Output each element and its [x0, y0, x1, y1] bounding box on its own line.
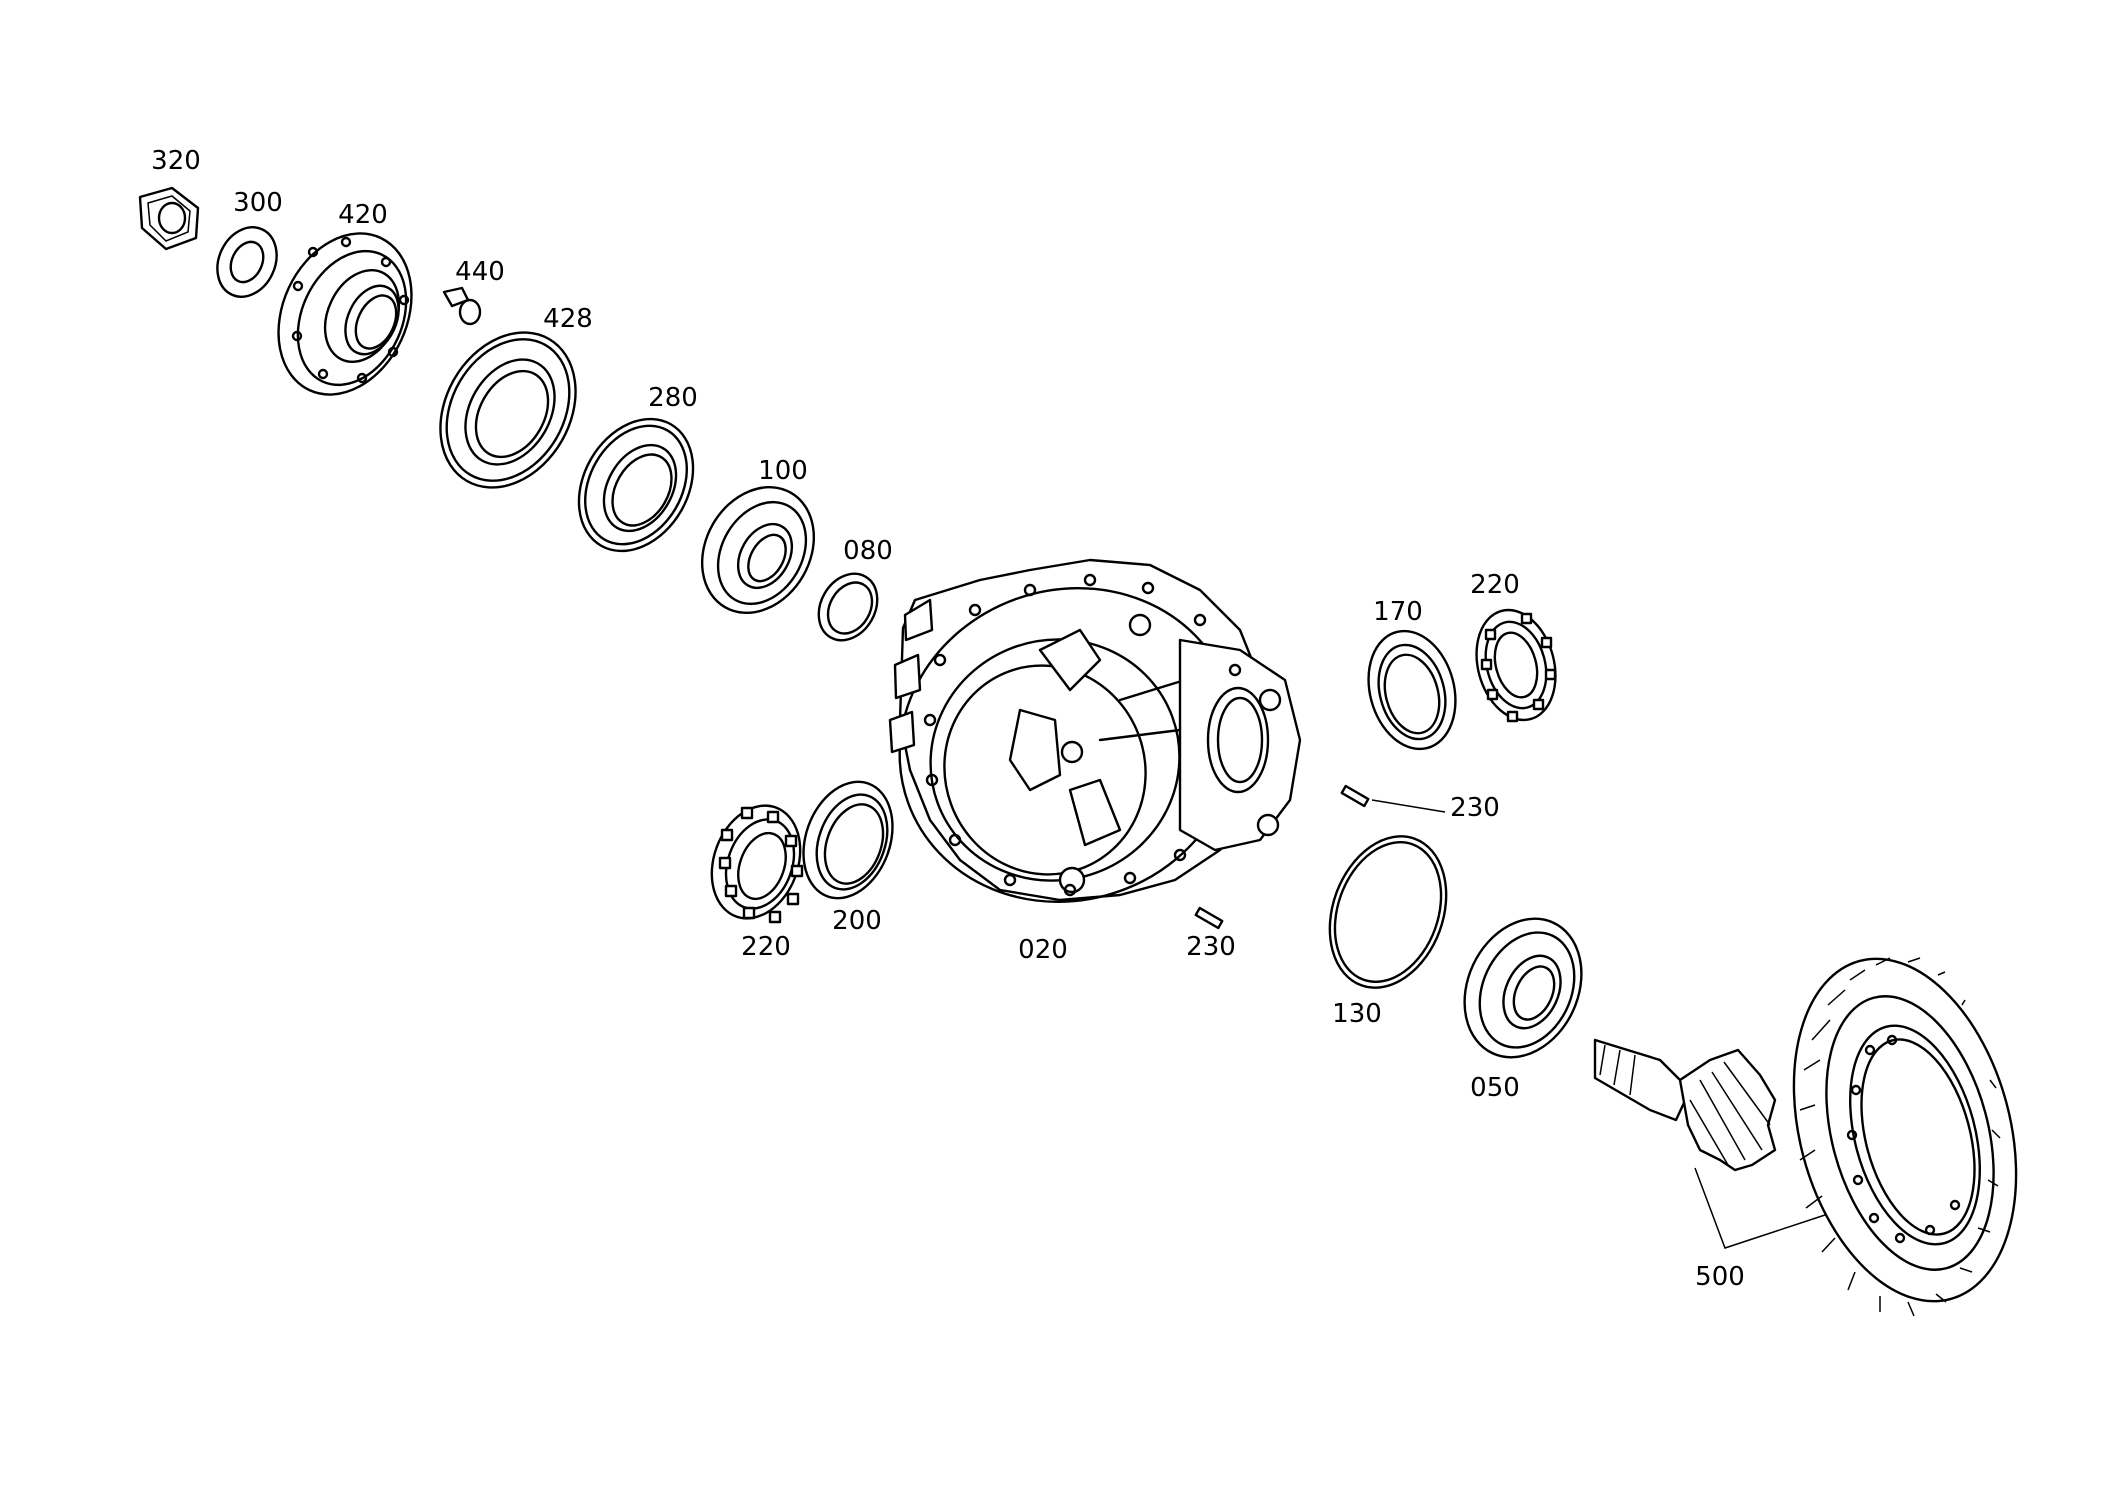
- label-230-upper: 230: [1450, 793, 1500, 823]
- label-080: 080: [843, 536, 893, 566]
- label-320: 320: [151, 146, 201, 176]
- label-300: 300: [233, 188, 283, 218]
- label-420: 420: [338, 200, 388, 230]
- label-100: 100: [758, 456, 808, 486]
- part-280-seal: [577, 417, 695, 553]
- part-020-housing: [888, 558, 1302, 904]
- label-050: 050: [1470, 1073, 1520, 1103]
- part-500-bracket: [1694, 1167, 1826, 1249]
- label-230-lower: 230: [1186, 932, 1236, 962]
- label-440: 440: [455, 257, 505, 287]
- part-420-flange: [277, 232, 413, 396]
- part-440-bolt: [442, 286, 482, 326]
- part-080-ring: [817, 572, 879, 642]
- label-020: 020: [1018, 935, 1068, 965]
- part-500-pinion: [1593, 1038, 1777, 1172]
- part-170-bearing-cup: [1367, 629, 1457, 751]
- part-050-bearing: [1463, 917, 1583, 1059]
- label-200: 200: [832, 906, 882, 936]
- part-230-pin-lower: [1194, 906, 1224, 930]
- part-500-ring-gear: [1792, 957, 2018, 1317]
- part-220-adjusting-nut-right: [1475, 608, 1557, 723]
- part-220-adjusting-nut-left: [710, 804, 804, 924]
- part-300-washer: [216, 226, 278, 298]
- label-220-right: 220: [1470, 570, 1520, 600]
- label-280: 280: [648, 383, 698, 413]
- part-200-bearing-cup: [802, 780, 894, 900]
- part-100-bearing: [700, 486, 816, 614]
- label-500: 500: [1695, 1262, 1745, 1292]
- label-428: 428: [543, 304, 593, 334]
- part-320-hex-nut: [138, 186, 200, 251]
- part-130-ring: [1328, 835, 1448, 989]
- label-170: 170: [1373, 597, 1423, 627]
- label-220-left: 220: [741, 932, 791, 962]
- part-230-pin-upper: [1340, 784, 1446, 813]
- label-130: 130: [1332, 999, 1382, 1029]
- part-428-seal: [439, 331, 577, 489]
